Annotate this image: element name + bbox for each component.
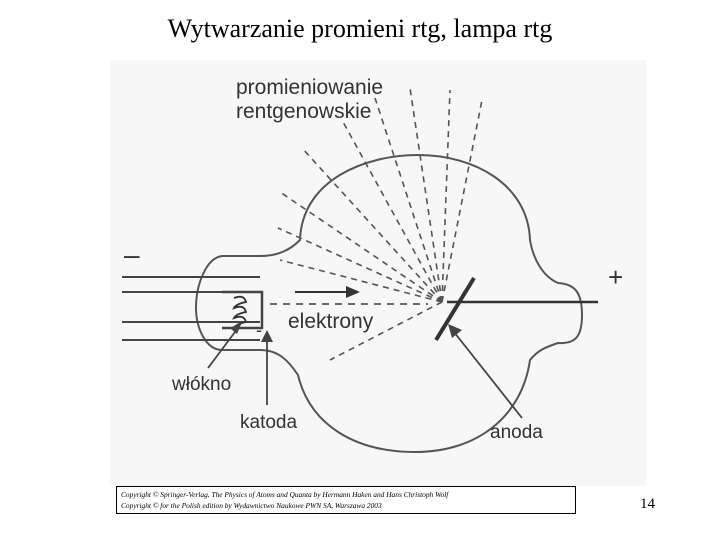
tube-envelope — [194, 153, 584, 454]
xray-tube-drawing: promieniowanie rentgenowskie elektrony w… — [122, 76, 623, 454]
radiation-label-line1: promieniowanie — [236, 76, 383, 99]
filament-pointer-line — [207, 327, 239, 369]
cathode-label: katoda — [240, 412, 297, 433]
copyright-box: Copyright © Springer-Verlag, The Physics… — [116, 486, 576, 514]
xray-rays — [277, 87, 483, 361]
cathode-cup — [222, 290, 264, 330]
copyright-line-2: Copyright © for the Polish edition by Wy… — [121, 501, 382, 510]
plus-sign: + — [608, 262, 623, 292]
anode-label: anoda — [490, 422, 543, 443]
radiation-label-line2: rentgenowskie — [236, 100, 371, 123]
anode-pointer-head — [448, 324, 462, 338]
filament-label: włókno — [171, 374, 231, 395]
anode-target — [434, 276, 476, 342]
cathode-pointer-head — [261, 330, 273, 342]
minus-sign: – — [124, 239, 140, 270]
copyright-line-1: Copyright © Springer-Verlag, The Physics… — [121, 490, 449, 499]
page-number: 14 — [640, 496, 655, 512]
xray-tube-diagram: promieniowanie rentgenowskie elektrony w… — [110, 60, 646, 486]
electrons-label: elektrony — [288, 310, 374, 333]
filament-pointer-head — [230, 322, 242, 334]
filament-coil — [232, 295, 248, 329]
slide-title: Wytwarzanie promieni rtg, lampa rtg — [167, 14, 553, 43]
electron-arrow-head — [346, 286, 360, 298]
cathode-minus-sign: - — [256, 320, 262, 340]
anode-pointer-line — [453, 331, 523, 419]
